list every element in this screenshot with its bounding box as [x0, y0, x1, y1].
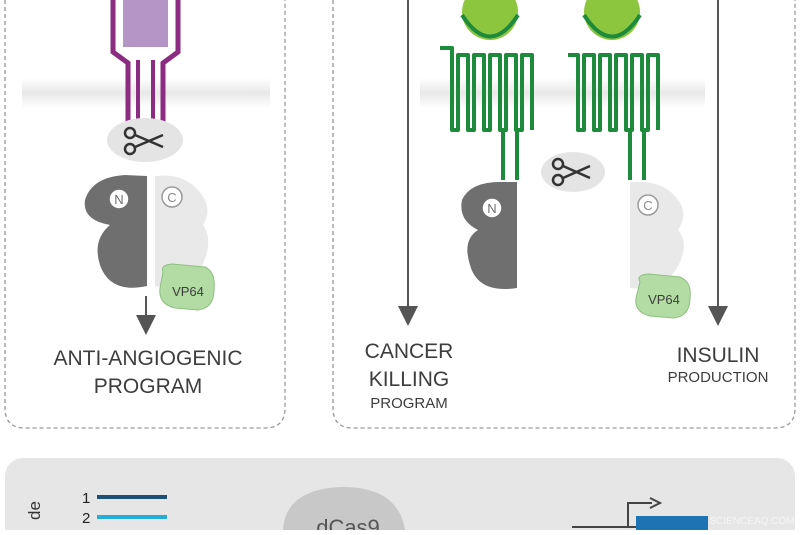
- dcas9-label: dCas9: [316, 515, 380, 530]
- ligand-cup-2: [582, 13, 642, 39]
- scissors-icon: [551, 157, 591, 187]
- purple-receptor: [110, 0, 181, 128]
- cancer-line3: PROGRAM: [370, 395, 448, 412]
- n-fragment: [461, 182, 517, 290]
- left-panel: N C VP64 ANTI-ANGIOGENIC PROGRAM: [4, 0, 286, 429]
- c-fragment: [630, 181, 684, 289]
- n-label: N: [114, 192, 123, 207]
- left-scissors: [107, 118, 183, 162]
- cancer-line1: CANCER: [365, 340, 454, 363]
- dcas9-protein: [283, 486, 405, 530]
- insulin-line2: PRODUCTION: [668, 369, 769, 386]
- c-label: C: [643, 198, 652, 213]
- vp64-domain: [635, 273, 691, 319]
- ligand-ball-2: [584, 0, 640, 40]
- right-panel: N C VP64 CANCER KILLING PROGRAM INSULIN …: [332, 0, 796, 429]
- ligand-cup-1: [460, 13, 520, 39]
- vp64-domain: [159, 263, 215, 311]
- green-receptor-1-tail: [501, 130, 519, 180]
- promoter-arrow-head: [649, 497, 663, 509]
- bottom-panel-bg: [5, 458, 795, 535]
- c-label: C: [167, 190, 176, 205]
- insulin-line1: INSULIN: [677, 344, 760, 367]
- left-membrane: [22, 78, 270, 108]
- purple-receptor-inner: [136, 60, 155, 128]
- c-badge: [637, 194, 659, 216]
- green-receptor-2-tail: [628, 130, 646, 180]
- n-badge: [481, 197, 503, 219]
- cancer-line2: KILLING: [369, 368, 450, 391]
- left-output-line2: PROGRAM: [94, 375, 203, 398]
- scissors-icon: [123, 126, 164, 156]
- side-label: de: [25, 501, 44, 520]
- promoter-arrow: [627, 502, 652, 527]
- n-badge: [108, 188, 130, 210]
- bottom-panel: de 1 2 dCas9 SCIENCEAQ.COM: [5, 458, 795, 535]
- left-panel-border: [4, 0, 286, 429]
- c-badge: [161, 186, 183, 208]
- ligand-ball-1: [462, 0, 518, 40]
- ligand-block: [123, 0, 168, 47]
- left-output-line1: ANTI-ANGIOGENIC: [53, 347, 242, 370]
- right-scissors: [541, 152, 605, 192]
- guide-2-number: 2: [82, 510, 90, 527]
- n-label: N: [487, 201, 496, 216]
- n-fragment: [84, 175, 147, 288]
- gene-block: [636, 516, 708, 535]
- right-membrane: [420, 78, 705, 108]
- watermark: SCIENCEAQ.COM: [709, 516, 794, 527]
- guide-1-number: 1: [82, 490, 90, 507]
- vp64-label: VP64: [648, 292, 680, 307]
- scissors-bubble: [541, 152, 605, 192]
- right-panel-border: [332, 0, 796, 429]
- vp64-label: VP64: [172, 284, 204, 299]
